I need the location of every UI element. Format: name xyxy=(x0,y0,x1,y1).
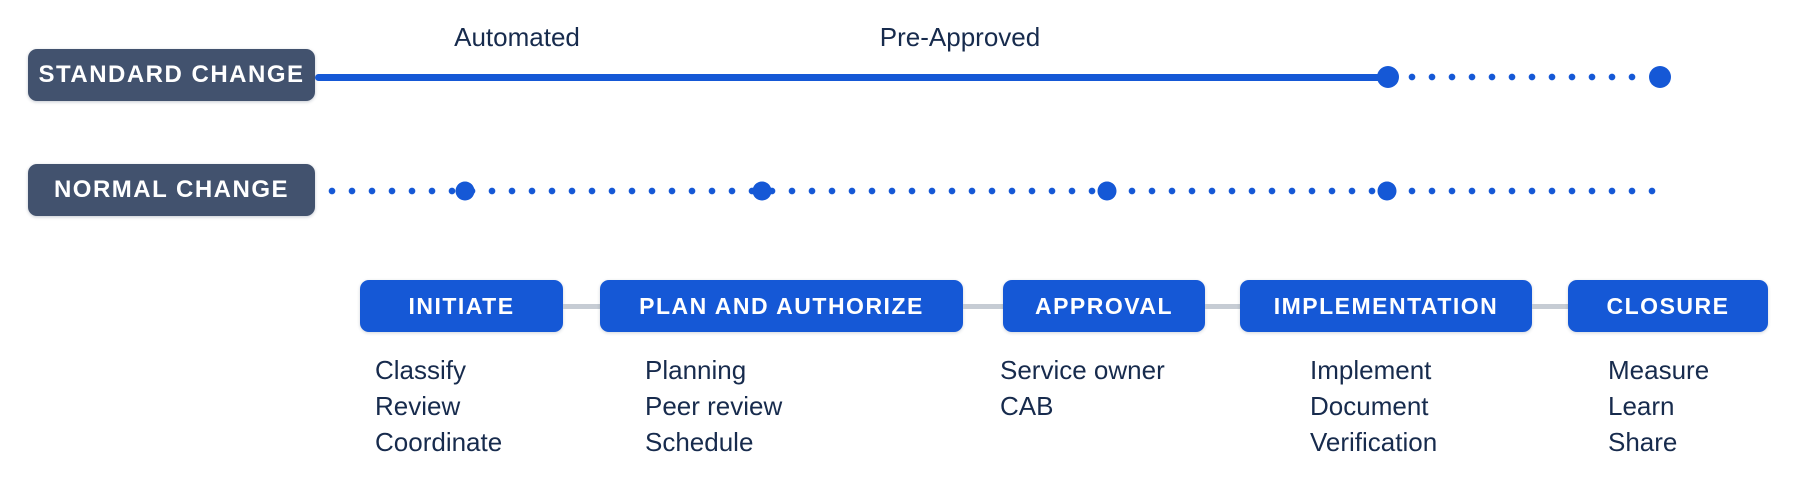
stage-item: Peer review xyxy=(645,391,783,421)
stage-item: Review xyxy=(375,391,461,421)
stage-list-implementation: Implement Document Verification xyxy=(1310,352,1437,460)
stage-chip-initiate-label: INITIATE xyxy=(408,292,515,319)
stage-chip-plan-and-authorize-label: PLAN AND AUTHORIZE xyxy=(639,292,924,319)
connector-2 xyxy=(963,304,1003,309)
stage-item: Verification xyxy=(1310,427,1438,457)
stage-item: Coordinate xyxy=(375,427,503,457)
stage-list-approval: Service owner CAB xyxy=(1000,352,1165,424)
stage-item: Classify xyxy=(375,355,467,385)
pre-approved-label: Pre-Approved xyxy=(879,22,1041,52)
standard-change-badge: STANDARD CHANGE xyxy=(28,49,315,101)
automated-label: Automated xyxy=(454,22,580,52)
connector-4 xyxy=(1532,304,1568,309)
stage-chip-implementation-label: IMPLEMENTATION xyxy=(1273,292,1499,319)
stage-chip-plan-and-authorize: PLAN AND AUTHORIZE xyxy=(600,280,963,332)
normal-milestone-dot-initiate xyxy=(455,181,475,201)
stage-chip-initiate: INITIATE xyxy=(360,280,563,332)
normal-change-badge: NORMAL CHANGE xyxy=(28,164,315,216)
stage-chip-closure-label: CLOSURE xyxy=(1606,292,1730,319)
standard-milestone-dot-implementation xyxy=(1377,66,1399,88)
stage-chip-approval: APPROVAL xyxy=(1003,280,1205,332)
stage-chip-approval-label: APPROVAL xyxy=(1034,292,1174,319)
stage-item: Planning xyxy=(645,355,747,385)
normal-change-label: NORMAL CHANGE xyxy=(53,176,290,203)
standard-change-label: STANDARD CHANGE xyxy=(38,61,305,88)
stage-item: Service owner xyxy=(1000,355,1165,385)
stage-item: Measure xyxy=(1608,355,1710,385)
stage-item: Document xyxy=(1310,391,1429,421)
connector-3 xyxy=(1205,304,1240,309)
normal-milestone-dot-implementation xyxy=(1377,181,1397,201)
stage-list-closure: Measure Learn Share xyxy=(1608,352,1709,460)
stage-item: Learn xyxy=(1608,391,1675,421)
stage-item: Share xyxy=(1608,427,1678,457)
normal-milestone-dot-approval xyxy=(1097,181,1117,201)
standard-solid-line xyxy=(315,74,1388,81)
stage-chip-closure: CLOSURE xyxy=(1568,280,1768,332)
normal-dotted-line xyxy=(322,186,1668,196)
stage-item: Implement xyxy=(1310,355,1432,385)
connector-1 xyxy=(563,304,600,309)
stage-item: CAB xyxy=(1000,391,1054,421)
stage-chip-implementation: IMPLEMENTATION xyxy=(1240,280,1532,332)
stage-item: Schedule xyxy=(645,427,754,457)
standard-milestone-dot-closure xyxy=(1649,66,1671,88)
normal-milestone-dot-plan xyxy=(752,181,772,201)
stage-list-plan-and-authorize: Planning Peer review Schedule xyxy=(645,352,782,460)
standard-dotted-line xyxy=(1402,72,1648,82)
stage-list-initiate: Classify Review Coordinate xyxy=(375,352,502,460)
